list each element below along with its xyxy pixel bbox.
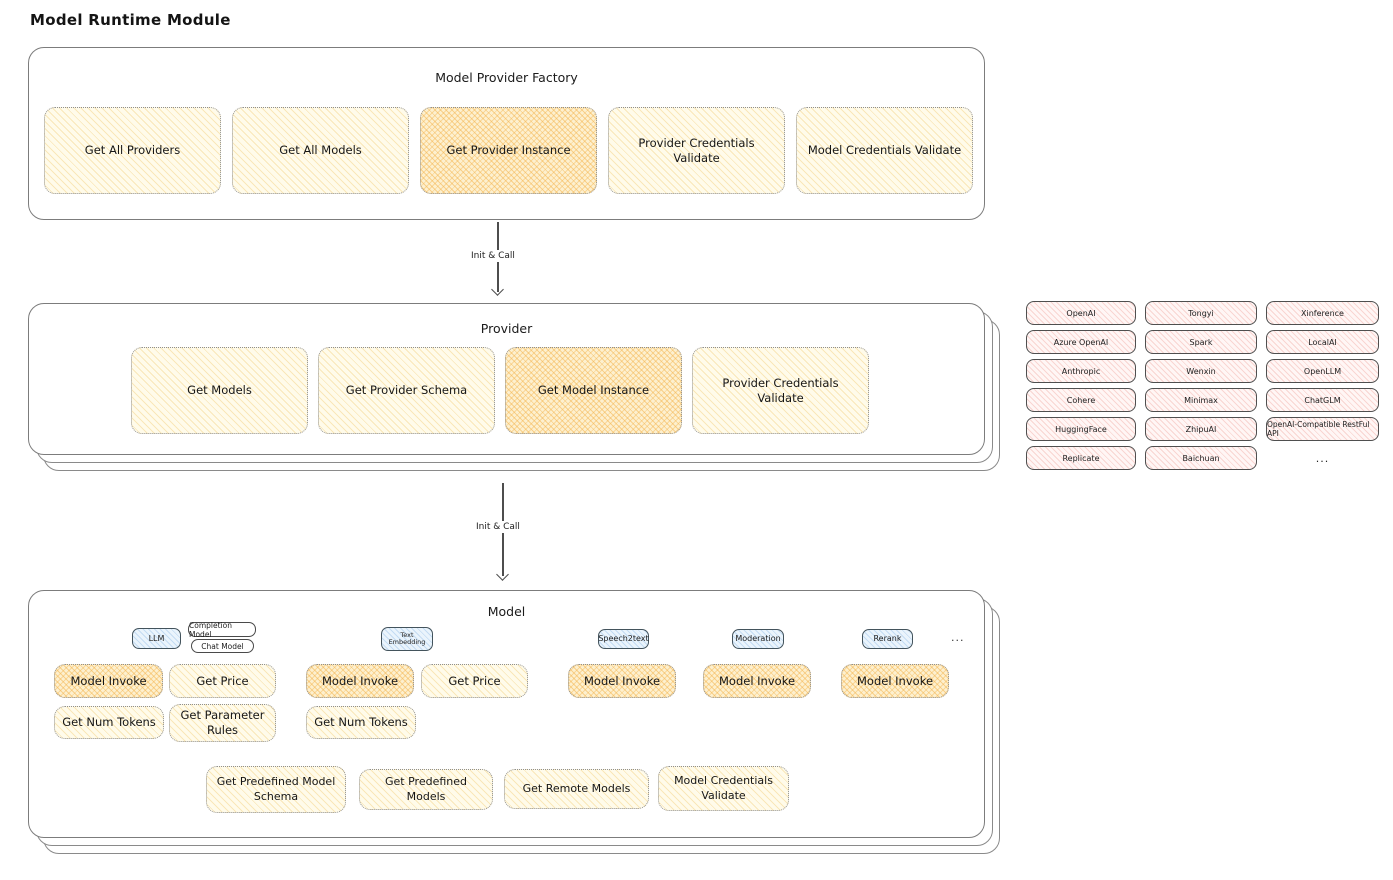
factory-button-get-all-providers: Get All Providers	[44, 107, 221, 194]
factory-button-get-all-models: Get All Models	[232, 107, 409, 194]
factory-button-provider-credentials-validate: Provider Credentials Validate	[608, 107, 785, 194]
provider-button-get-provider-schema: Get Provider Schema	[318, 347, 495, 434]
provider-list-more: ...	[1315, 451, 1330, 465]
llm-get-num-tokens-button: Get Num Tokens	[54, 706, 164, 739]
llm-get-price-button: Get Price	[169, 664, 276, 698]
embedding-get-num-tokens-button: Get Num Tokens	[306, 706, 416, 739]
provider-chip-cohere: Cohere	[1026, 388, 1136, 412]
moderation-model-invoke-button: Model Invoke	[703, 664, 811, 698]
provider-chip-huggingface: HuggingFace	[1026, 417, 1136, 441]
provider-chip-openllm: OpenLLM	[1266, 359, 1379, 383]
provider-chip-wenxin: Wenxin	[1145, 359, 1257, 383]
arrow-provider-to-model-head	[496, 568, 509, 581]
tab-chat-model: Chat Model	[191, 639, 254, 653]
factory-button-get-provider-instance: Get Provider Instance	[420, 107, 597, 194]
provider-chip-xinference: Xinference	[1266, 301, 1379, 325]
tab-llm: LLM	[132, 628, 181, 649]
provider-chip-tongyi: Tongyi	[1145, 301, 1257, 325]
model-get-predefined-model-schema-button: Get Predefined Model Schema	[206, 766, 346, 813]
tab-rerank: Rerank	[862, 629, 913, 649]
tabs-more: ...	[951, 631, 965, 644]
provider-chip-localai: LocalAI	[1266, 330, 1379, 354]
arrow-label-init-call-2: Init & Call	[473, 521, 523, 533]
llm-get-parameter-rules-button: Get Parameter Rules	[169, 704, 276, 742]
arrow-factory-to-provider-head	[491, 283, 504, 296]
provider-chip-openai: OpenAI	[1026, 301, 1136, 325]
provider-chip-azure-openai: Azure OpenAI	[1026, 330, 1136, 354]
provider-chip-openai-compatible-restful-api: OpenAI-Compatible RestFul API	[1266, 417, 1379, 441]
arrow-label-init-call-1: Init & Call	[468, 250, 518, 262]
factory-button-model-credentials-validate: Model Credentials Validate	[796, 107, 973, 194]
tab-speech2text: Speech2text	[598, 629, 649, 649]
provider-chip-baichuan: Baichuan	[1145, 446, 1257, 470]
factory-container: Model Provider Factory Get All Providers…	[28, 47, 985, 220]
speech2text-model-invoke-button: Model Invoke	[568, 664, 676, 698]
model-model-credentials-validate-button: Model Credentials Validate	[658, 766, 789, 811]
model-title: Model	[487, 604, 526, 619]
provider-list: OpenAI Tongyi Xinference Azure OpenAI Sp…	[1026, 301, 1379, 470]
provider-chip-spark: Spark	[1145, 330, 1257, 354]
provider-chip-chatglm: ChatGLM	[1266, 388, 1379, 412]
embedding-get-price-button: Get Price	[421, 664, 528, 698]
model-get-predefined-models-button: Get Predefined Models	[359, 769, 493, 810]
provider-chip-zhipuai: ZhipuAI	[1145, 417, 1257, 441]
embedding-model-invoke-button: Model Invoke	[306, 664, 414, 698]
provider-chip-anthropic: Anthropic	[1026, 359, 1136, 383]
provider-button-get-model-instance: Get Model Instance	[505, 347, 682, 434]
provider-chip-replicate: Replicate	[1026, 446, 1136, 470]
provider-container: Provider Get Models Get Provider Schema …	[28, 303, 985, 455]
model-get-remote-models-button: Get Remote Models	[504, 769, 649, 809]
provider-title: Provider	[480, 321, 533, 336]
rerank-model-invoke-button: Model Invoke	[841, 664, 949, 698]
page-title: Model Runtime Module	[30, 11, 231, 29]
tab-completion-model: Completion Model	[188, 621, 256, 639]
model-container: Model LLM Completion Model Chat Model Te…	[28, 590, 985, 838]
provider-button-provider-credentials-validate: Provider Credentials Validate	[692, 347, 869, 434]
tab-text-embedding: Text Embedding	[381, 627, 433, 651]
llm-model-invoke-button: Model Invoke	[54, 664, 163, 698]
tab-moderation: Moderation	[732, 629, 784, 649]
provider-chip-minimax: Minimax	[1145, 388, 1257, 412]
provider-button-get-models: Get Models	[131, 347, 308, 434]
factory-title: Model Provider Factory	[435, 70, 578, 85]
